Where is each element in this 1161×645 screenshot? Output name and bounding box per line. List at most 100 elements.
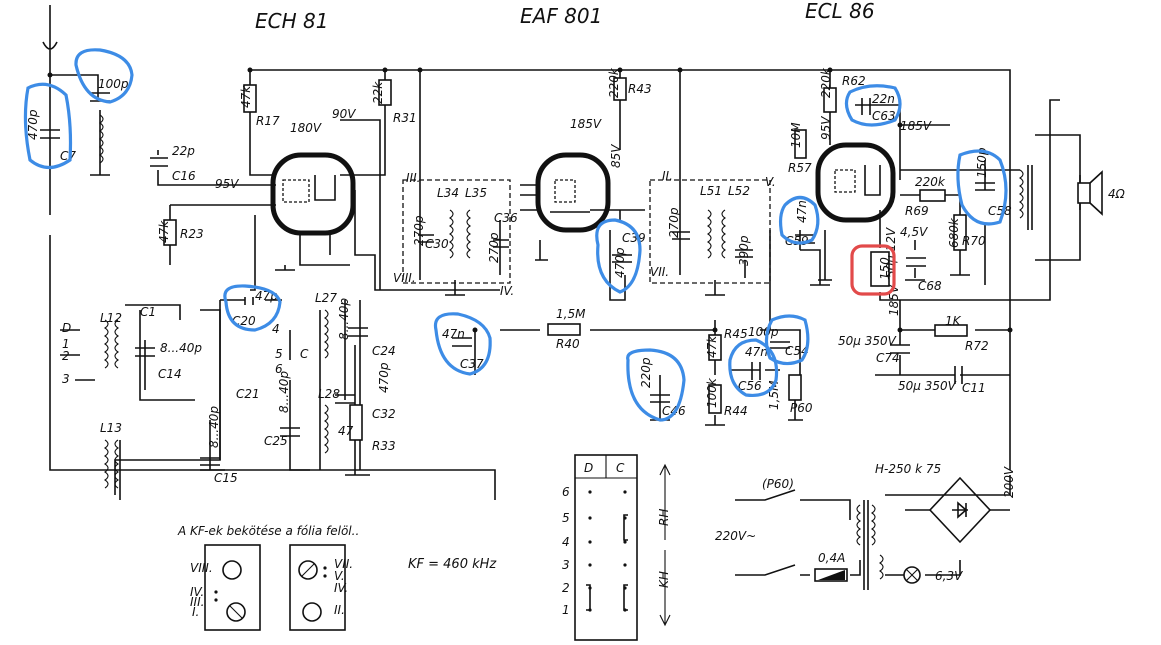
red-highlight bbox=[850, 244, 896, 296]
label-c63-value: 22n bbox=[872, 92, 895, 106]
label-r40: R40 bbox=[556, 337, 580, 351]
label-c11-value: 50µ 350V bbox=[898, 379, 957, 393]
pilot-lamp-icon bbox=[903, 566, 921, 584]
band-row-1: 1 bbox=[562, 603, 570, 617]
voltage-85v: 85V bbox=[609, 144, 623, 168]
tube-ecl86 bbox=[815, 142, 896, 223]
band-row-3: 3 bbox=[562, 558, 570, 572]
label-c36-value: 270p bbox=[487, 232, 501, 263]
voltage-200v: 200V bbox=[1002, 466, 1016, 498]
footprint-v: V. bbox=[334, 569, 345, 583]
label-390p: 390p bbox=[737, 235, 751, 266]
voltage-labels: 180V 90V 95V 185V 85V 95V 185V 4,5V 185V… bbox=[215, 107, 1016, 583]
footprint-vii: VII. bbox=[334, 557, 353, 571]
coil-labels: L12 L13 L27 L28 L34 L35 L51 L52 bbox=[100, 184, 750, 435]
footprint-iii: III. bbox=[190, 595, 204, 609]
kf-note-label: A KF-ek bekötése a fólia felöl.. bbox=[177, 524, 359, 538]
voltage-180v: 180V bbox=[290, 121, 322, 135]
label-c56-value: 47n bbox=[745, 345, 768, 359]
kf-frequency-label: KF = 460 kHz bbox=[408, 557, 497, 572]
label-c16: C16 bbox=[172, 169, 196, 183]
label-l35: L35 bbox=[465, 186, 487, 200]
blue-highlights bbox=[23, 48, 1008, 422]
label-c32: C32 bbox=[372, 407, 396, 421]
label-c39: C39 bbox=[622, 231, 646, 245]
label-r23-value: 47k bbox=[157, 220, 171, 243]
if-label-iv: IV. bbox=[500, 284, 514, 298]
if-label-v: V. bbox=[765, 175, 776, 189]
label-c25: C25 bbox=[264, 434, 288, 448]
voltage-6-3v: 6,3V bbox=[935, 569, 963, 583]
label-c59: C59 bbox=[785, 234, 809, 248]
label-r45-value: 47k bbox=[705, 335, 719, 358]
label-r45: R45 bbox=[724, 327, 748, 341]
voltage-185v-a: 185V bbox=[570, 117, 602, 131]
label-l52: L52 bbox=[728, 184, 750, 198]
label-r150: 150 bbox=[878, 257, 892, 280]
label-c37-value: 47n bbox=[442, 327, 465, 341]
band-rh: RH bbox=[657, 509, 671, 526]
voltage-95v-b: 95V bbox=[819, 116, 833, 140]
label-c36: C36 bbox=[494, 211, 518, 225]
label-270p-b: 270p bbox=[667, 207, 681, 238]
coils bbox=[99, 114, 1033, 590]
switch-pos-1: 1 bbox=[62, 337, 70, 351]
label-c37: C37 bbox=[460, 357, 484, 371]
band-row-5: 5 bbox=[562, 511, 570, 525]
if-label-ii: II. bbox=[662, 169, 673, 183]
band-head-c: C bbox=[616, 461, 625, 475]
label-r31: R31 bbox=[393, 111, 417, 125]
junction-dots bbox=[47, 67, 1013, 333]
voltage-95v-a: 95V bbox=[215, 177, 239, 191]
label-l27: L27 bbox=[315, 291, 337, 305]
if-label-viii: VIII. bbox=[393, 271, 416, 285]
label-c7: C7 bbox=[60, 149, 76, 163]
label-r17: R17 bbox=[256, 114, 280, 128]
label-r69: R69 bbox=[905, 204, 929, 218]
resistors bbox=[163, 77, 968, 441]
band-row-4: 4 bbox=[562, 535, 570, 549]
fuse-label: 0,4A bbox=[818, 551, 845, 565]
label-l13: L13 bbox=[100, 421, 122, 435]
if-label-iii: III. bbox=[406, 171, 420, 185]
band-kh: KH bbox=[657, 571, 671, 588]
label-l12: L12 bbox=[100, 311, 122, 325]
tube-title-eaf801: EAF 801 bbox=[520, 4, 602, 28]
label-r62-value: 220k bbox=[819, 67, 833, 98]
label-c7-value: 470p bbox=[26, 109, 40, 140]
band-switch-labels: D C 6 5 4 3 2 1 RH KH bbox=[562, 461, 671, 617]
if-can-footprints bbox=[204, 544, 346, 631]
capacitors bbox=[40, 92, 995, 466]
footprint-i: I. bbox=[192, 605, 199, 619]
label-r70: R70 bbox=[962, 234, 986, 248]
label-r62: R62 bbox=[842, 74, 866, 88]
band-row-2: 2 bbox=[562, 581, 570, 595]
label-l34: L34 bbox=[437, 186, 459, 200]
switch-c: C bbox=[300, 347, 309, 361]
tube-title-ecl86: ECL 86 bbox=[805, 0, 875, 23]
switch-labels: D C C1 1 2 3 4 5 6 bbox=[62, 305, 309, 386]
label-r69-value: 220k bbox=[915, 175, 946, 189]
tube-ech81 bbox=[270, 152, 356, 236]
label-c68: C68 bbox=[918, 279, 942, 293]
label-c54: C54 bbox=[785, 344, 809, 358]
label-p60: P60 bbox=[790, 401, 813, 415]
label-c32-value: 470p bbox=[377, 362, 391, 393]
label-l51: L51 bbox=[700, 184, 722, 198]
label-r40-value: 1,5M bbox=[556, 307, 586, 321]
label-r72-value: 1K bbox=[945, 314, 962, 328]
label-r23: R23 bbox=[180, 227, 204, 241]
label-c59-value: 47n bbox=[795, 200, 809, 223]
label-c58: C58 bbox=[988, 204, 1012, 218]
label-c21: C21 bbox=[236, 387, 260, 401]
fuse-icon bbox=[814, 568, 848, 582]
label-c25-value: 8...40p bbox=[277, 371, 291, 413]
band-row-6: 6 bbox=[562, 485, 570, 499]
p60-label: (P60) bbox=[762, 477, 794, 491]
voltage-185v-b: 185V bbox=[900, 119, 932, 133]
label-r43-value: 220k bbox=[607, 67, 621, 98]
label-l27-value: 8...40p bbox=[337, 298, 351, 340]
tube-eaf801 bbox=[535, 152, 611, 233]
label-c14-value: 8...40p bbox=[160, 341, 202, 355]
label-c24: C24 bbox=[372, 344, 396, 358]
